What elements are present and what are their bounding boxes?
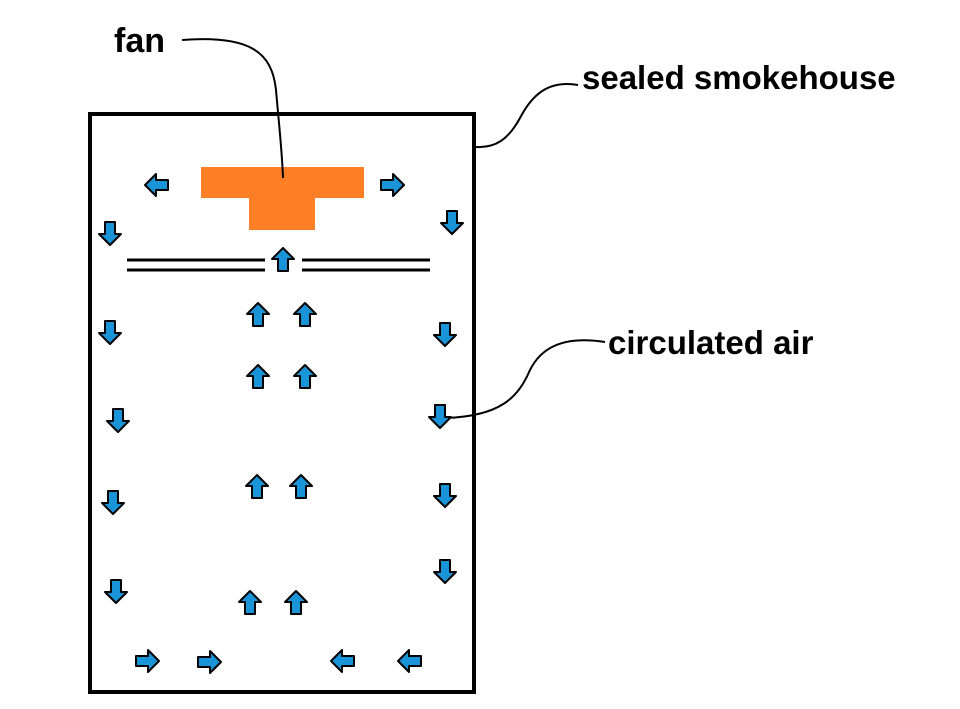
air-label: circulated air xyxy=(608,324,814,361)
fan-leader-line xyxy=(181,38,284,179)
smokehouse-label: sealed smokehouse xyxy=(582,59,896,96)
arrow-bottom-left-icon xyxy=(397,649,422,673)
arrow-left-down-icon xyxy=(98,320,122,345)
fan-label: fan xyxy=(114,22,165,60)
arrow-center-up-icon xyxy=(246,364,270,389)
arrow-right-down-icon xyxy=(440,210,464,235)
arrow-bottom-right-icon xyxy=(197,650,222,674)
arrow-center-up-icon xyxy=(284,590,308,615)
arrow-left-down-icon xyxy=(101,490,125,515)
arrow-right-down-icon xyxy=(433,559,457,584)
arrow-center-up-icon xyxy=(293,302,317,327)
arrow-top-left-left-icon xyxy=(144,173,169,197)
arrow-top-right-right-icon xyxy=(380,173,405,197)
arrow-right-down-icon xyxy=(428,404,452,429)
rack-lines xyxy=(127,258,430,272)
arrow-bottom-left-icon xyxy=(330,649,355,673)
arrow-center-up-icon xyxy=(293,364,317,389)
air-leader-line xyxy=(445,339,606,419)
arrow-center-up-icon xyxy=(238,590,262,615)
arrow-bottom-right-icon xyxy=(135,649,160,673)
arrow-left-down-icon xyxy=(106,408,130,433)
arrow-center-up-icon xyxy=(246,302,270,327)
arrow-right-down-icon xyxy=(433,483,457,508)
smokehouse-leader-line xyxy=(475,83,579,149)
arrow-left-down-icon xyxy=(104,579,128,604)
arrow-center-up-icon xyxy=(245,474,269,499)
airflow-arrows xyxy=(98,173,464,674)
arrow-right-down-icon xyxy=(433,322,457,347)
arrow-left-down-icon xyxy=(98,221,122,246)
arrow-center-up-icon xyxy=(289,474,313,499)
smokehouse-outline xyxy=(88,112,476,694)
arrow-center-up-icon xyxy=(271,247,295,272)
